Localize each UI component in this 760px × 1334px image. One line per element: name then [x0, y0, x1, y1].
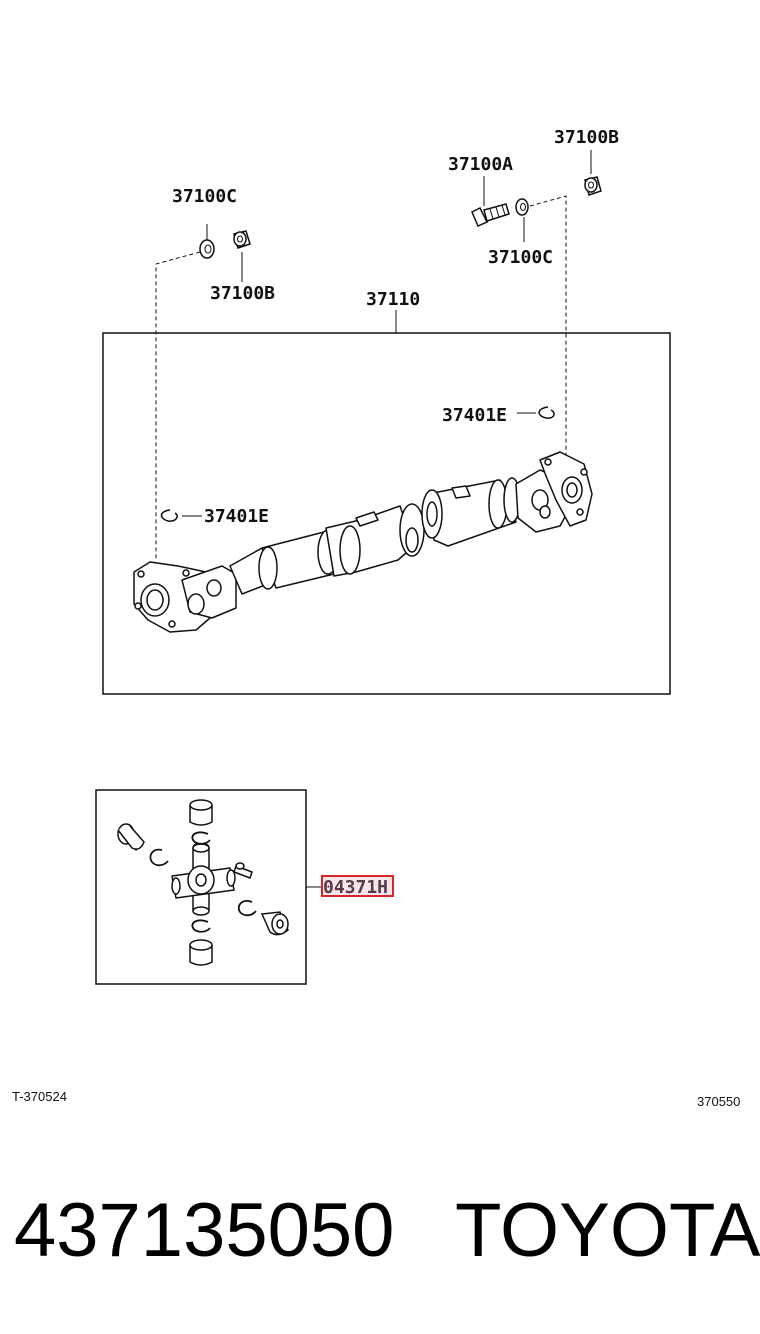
- label-37110: 37110: [366, 289, 420, 310]
- brand-name: TOYOTA: [455, 1188, 760, 1273]
- washer-left-icon: [199, 239, 215, 259]
- label-04371h[interactable]: 04371H: [323, 877, 388, 898]
- universal-joint-spider-icon: [171, 843, 236, 916]
- label-37100c-right: 37100C: [488, 247, 553, 268]
- grease-fitting-icon: [233, 862, 253, 879]
- part-number: 437135050: [14, 1188, 395, 1273]
- bearing-cup-right-icon: [260, 911, 289, 936]
- code-left: T-370524: [12, 1089, 67, 1104]
- label-37100b-right: 37100B: [554, 127, 619, 148]
- label-37401e-left: 37401E: [204, 506, 269, 527]
- propeller-shaft-icon: [133, 451, 593, 633]
- kit-snap-ring-icon: [149, 831, 257, 933]
- nut-left-icon: [233, 230, 251, 249]
- bearing-cup-bottom-icon: [189, 939, 213, 966]
- shaft-assembly-frame: [102, 332, 671, 695]
- label-37100a: 37100A: [448, 154, 513, 175]
- washer-right-icon: [515, 198, 529, 216]
- snap-ring-left-icon: [160, 509, 178, 522]
- nut-right-icon: [584, 176, 602, 196]
- label-37401e-right: 37401E: [442, 405, 507, 426]
- bolt-icon: [471, 203, 510, 227]
- highlight-box: [321, 875, 394, 897]
- bearing-cup-top-icon: [189, 799, 213, 826]
- label-37100c-left: 37100C: [172, 186, 237, 207]
- label-37100b-left: 37100B: [210, 283, 275, 304]
- bearing-cup-left-icon: [117, 823, 145, 852]
- code-right: 370550: [697, 1094, 740, 1109]
- snap-ring-right-icon: [538, 406, 555, 419]
